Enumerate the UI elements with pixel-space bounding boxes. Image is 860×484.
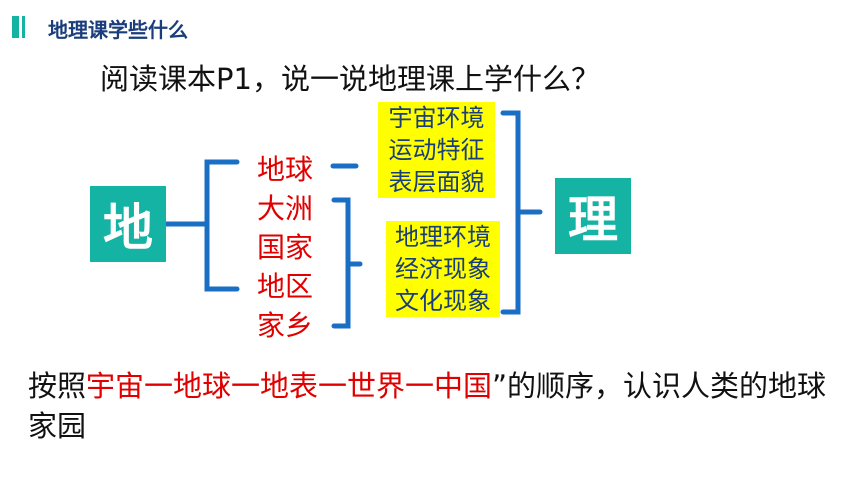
scale-list: 地球 大洲 国家 地区 家乡 [257,150,313,345]
earth-topic-item: 表层面貌 [388,168,485,196]
scale-item-earth: 地球 [257,153,314,186]
scale-item-region: 地区 [257,270,314,303]
scale-item-continent: 大洲 [257,192,314,225]
header-accent-bar [12,16,19,38]
region-topics-box: 地理环境 经济现象 文化现象 [386,221,500,317]
header-accent-bar-thin [22,16,25,38]
region-topic-item: 地理环境 [395,223,491,251]
earth-topic-item: 运动特征 [388,136,485,164]
region-topic-item: 经济现象 [395,255,491,283]
conclusion-text: 按照宇宙一地球一地表一世界一中国”的顺序，认识人类的地球家园 [28,366,838,446]
earth-topic-item: 宇宙环境 [388,104,485,132]
conclusion-suffix: ”的顺序，认识人类的地球家园 [28,369,827,443]
scale-item-hometown: 家乡 [257,309,314,342]
question-text: 阅读课本P1，说一说地理课上学什么？ [100,62,600,96]
right-char-box: 理 [555,178,631,254]
conclusion-highlight: 宇宙一地球一地表一世界一中国 [86,369,493,403]
conclusion-prefix: 按照 [28,369,87,403]
page-title: 地理课学些什么 [48,18,188,42]
scale-item-country: 国家 [257,231,314,264]
earth-topics-box: 宇宙环境 运动特征 表层面貌 [378,102,495,198]
left-bracket [204,159,240,292]
left-char-box: 地 [90,186,166,262]
region-topic-item: 文化现象 [395,287,491,315]
